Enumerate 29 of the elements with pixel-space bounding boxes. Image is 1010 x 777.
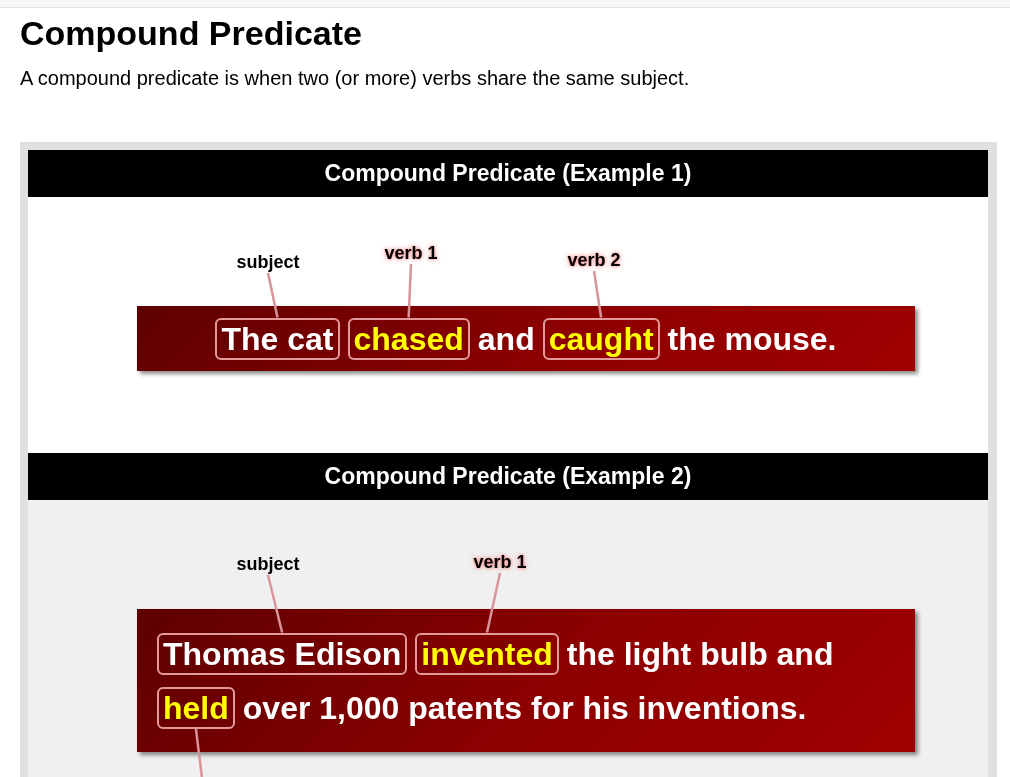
annotation-label: verb 1	[384, 242, 438, 264]
sentence-text: and	[477, 319, 535, 359]
leader-line	[194, 728, 204, 777]
leader-line	[407, 263, 413, 318]
outlined-word: The cat	[215, 317, 340, 360]
annotation-label: subject	[236, 553, 300, 575]
sentence-text: over 1,000 patents for his inventions.	[242, 688, 807, 728]
outlined-word: caught	[542, 317, 660, 360]
outlined-word: invented	[415, 632, 559, 675]
example-section	[28, 453, 988, 777]
intro-text: A compound predicate is when two (or more) verbs share the same subject.	[20, 66, 691, 91]
leader-line	[266, 574, 284, 633]
annotation-label: verb 1	[473, 551, 527, 573]
outlined-word: chased	[347, 317, 470, 360]
example-section	[28, 150, 988, 453]
leader-line	[592, 270, 603, 318]
sentence-banner	[137, 306, 915, 371]
outlined-word: held	[157, 686, 235, 729]
section-heading: Compound Predicate (Example 1)	[28, 150, 988, 197]
sentence-text: the mouse.	[667, 319, 837, 359]
leader-line	[266, 272, 279, 318]
sentence-text: the light bulb and	[566, 634, 834, 674]
outlined-word: Thomas Edison	[157, 632, 408, 675]
page-title: Compound Predicate	[20, 13, 363, 53]
section-heading: Compound Predicate (Example 2)	[28, 453, 988, 500]
leader-line	[485, 572, 502, 633]
annotation-label: subject	[236, 251, 300, 273]
sentence-banner	[137, 609, 915, 752]
annotation-label: verb 2	[567, 249, 621, 271]
